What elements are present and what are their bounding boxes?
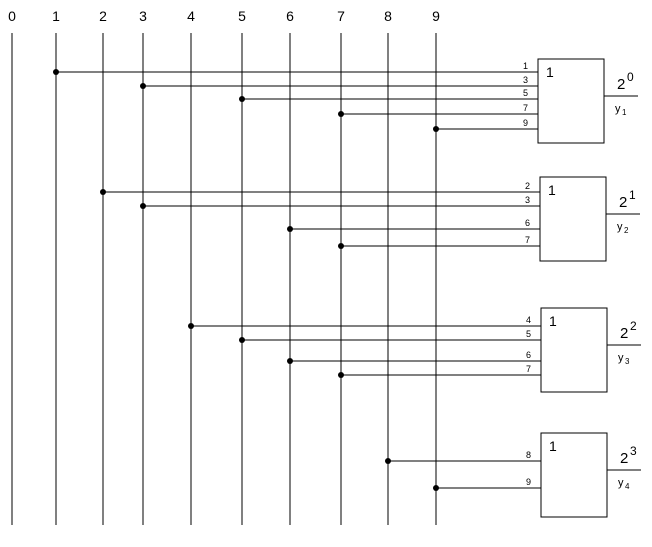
bus-label-8: 8 (384, 8, 392, 24)
junction-dot (287, 358, 293, 364)
bus-label-4: 4 (187, 8, 195, 24)
junction-dot (140, 83, 146, 89)
weight-base: 2 (620, 325, 628, 342)
output-label: y (618, 477, 624, 489)
output-label: y (618, 352, 624, 364)
junction-dot (433, 126, 439, 132)
junction-dot (239, 337, 245, 343)
output-subscript: 4 (625, 482, 630, 491)
input-label-3: 3 (525, 195, 530, 205)
input-label-5: 5 (523, 88, 528, 98)
gate-box (539, 176, 607, 262)
input-label-6: 6 (526, 350, 531, 360)
gate-box (540, 432, 608, 518)
output-subscript: 1 (622, 108, 627, 117)
bus-label-9: 9 (432, 8, 440, 24)
output-label: y (615, 103, 621, 115)
gate-box (537, 58, 605, 144)
gate-symbol: 1 (546, 64, 554, 80)
weight-exponent: 3 (630, 444, 637, 458)
weight-exponent: 2 (630, 319, 637, 333)
input-label-4: 4 (526, 315, 531, 325)
junction-dot (287, 226, 293, 232)
junction-dot (53, 69, 59, 75)
input-label-7: 7 (525, 235, 530, 245)
input-label-7: 7 (526, 364, 531, 374)
gate-symbol: 1 (548, 182, 556, 198)
weight-exponent: 0 (627, 70, 634, 84)
input-label-5: 5 (526, 329, 531, 339)
junction-dot (338, 243, 344, 249)
input-label-9: 9 (523, 118, 528, 128)
junction-dot (188, 323, 194, 329)
weight-base: 2 (620, 450, 628, 467)
bus-label-5: 5 (238, 8, 246, 24)
bus-label-6: 6 (286, 8, 294, 24)
weight-base: 2 (619, 194, 627, 211)
bus-label-0: 0 (8, 8, 16, 24)
input-label-3: 3 (523, 75, 528, 85)
weight-base: 2 (617, 76, 625, 93)
weight-exponent: 1 (629, 188, 636, 202)
gate-symbol: 1 (549, 438, 557, 454)
output-label: y (617, 221, 623, 233)
bus-label-1: 1 (52, 8, 60, 24)
junction-dot (100, 189, 106, 195)
output-subscript: 2 (624, 226, 629, 235)
input-label-7: 7 (523, 103, 528, 113)
junction-dot (433, 485, 439, 491)
output-subscript: 3 (625, 357, 630, 366)
bus-label-7: 7 (337, 8, 345, 24)
junction-dot (140, 203, 146, 209)
junction-dot (338, 111, 344, 117)
bus-label-3: 3 (139, 8, 147, 24)
input-label-1: 1 (523, 61, 528, 71)
input-label-9: 9 (526, 477, 531, 487)
gate-symbol: 1 (549, 313, 557, 329)
junction-dot (385, 458, 391, 464)
input-label-6: 6 (525, 218, 530, 228)
input-label-8: 8 (526, 450, 531, 460)
junction-dot (338, 372, 344, 378)
gate-box (540, 307, 608, 393)
bus-label-2: 2 (99, 8, 107, 24)
junction-dot (239, 96, 245, 102)
input-label-2: 2 (525, 181, 530, 191)
